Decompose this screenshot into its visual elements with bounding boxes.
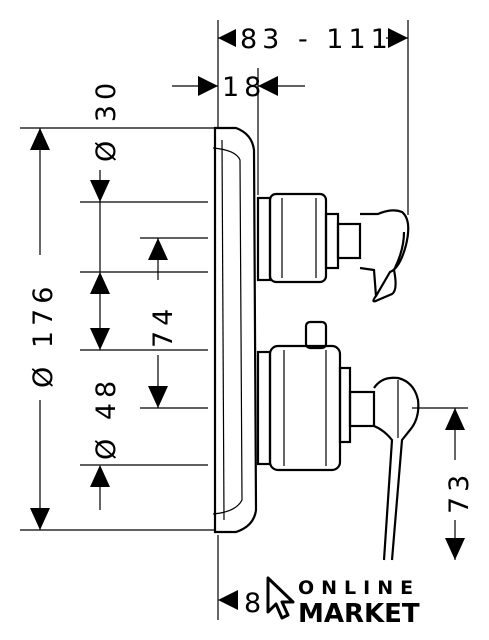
escutcheon-plate bbox=[212, 126, 258, 534]
arrow-outer-top bbox=[30, 128, 50, 150]
dim-label-right-height: 73 bbox=[444, 470, 475, 514]
arrow-spacing-top bbox=[148, 238, 168, 260]
arrow-top-range-left bbox=[218, 28, 238, 48]
dim-label-18: 18 bbox=[222, 72, 266, 103]
dim-label-spacing: 74 bbox=[148, 304, 179, 348]
dim-label-bottom-knob-diameter: Ø 48 bbox=[91, 376, 122, 460]
arrow-spacing-bottom bbox=[148, 386, 168, 408]
arrow-bottom-knob-lower bbox=[90, 465, 110, 487]
arrow-18-right bbox=[258, 76, 278, 96]
dim-label-bottom-partial: 8 bbox=[244, 588, 266, 619]
cursor-icon bbox=[266, 576, 295, 620]
arrow-right-bottom bbox=[445, 538, 465, 560]
top-valve-handle bbox=[256, 192, 410, 303]
dim-label-outer-diameter: Ø 176 bbox=[28, 282, 59, 388]
dim-label-top-knob-diameter: Ø 30 bbox=[91, 78, 122, 162]
arrow-bottom-left bbox=[218, 590, 238, 610]
arrow-bottom-knob-upper bbox=[90, 328, 110, 350]
arrow-right-top bbox=[445, 408, 465, 430]
logo-line2: MARKET bbox=[298, 599, 420, 629]
arrow-18-left bbox=[198, 76, 218, 96]
arrow-top-range-right bbox=[388, 28, 408, 48]
arrow-outer-bottom bbox=[30, 508, 50, 530]
label-bg-top-range bbox=[236, 24, 386, 54]
bottom-valve-handle bbox=[256, 320, 420, 561]
logo-line1: ONLINE bbox=[298, 577, 420, 599]
dim-label-top-range: 83 - 111 bbox=[240, 24, 393, 55]
onlinemarket-logo: ONLINE MARKET bbox=[266, 576, 420, 629]
